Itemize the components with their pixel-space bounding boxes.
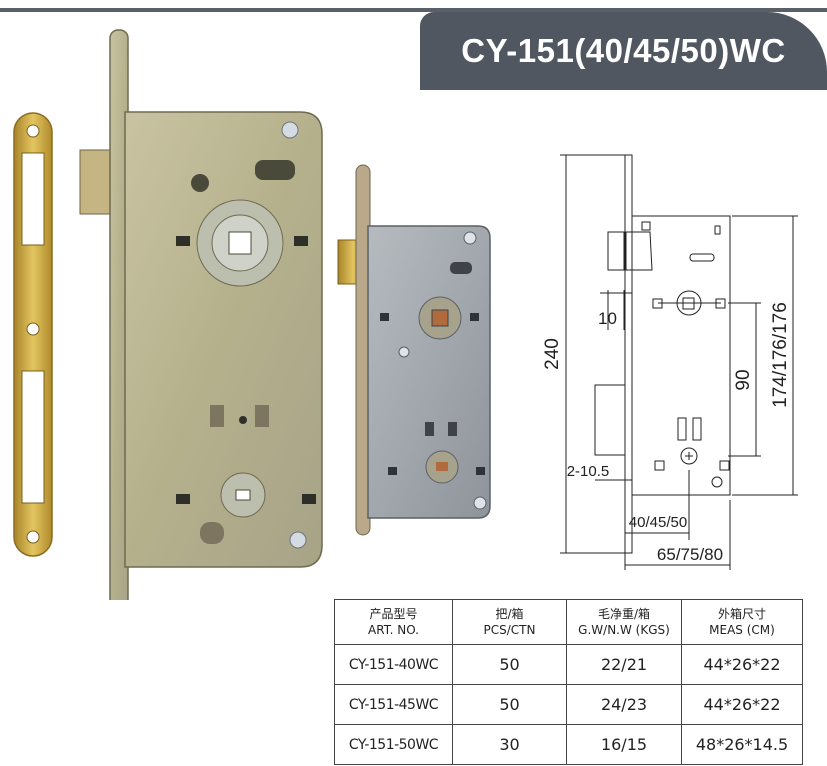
cell-pcs: 50 — [452, 644, 567, 685]
product-title: CY-151(40/45/50)WC — [461, 32, 786, 69]
table-row: CY-151-45WC 50 24/23 44*26*22 — [334, 684, 803, 725]
cell-meas: 44*26*22 — [681, 684, 803, 725]
top-rule — [0, 8, 827, 12]
dim-90-label: 90 — [733, 369, 754, 390]
cell-pcs: 30 — [452, 724, 567, 765]
dim-height-label: 240 — [542, 338, 563, 370]
small-lock-body — [337, 164, 491, 536]
strike-plate — [13, 112, 53, 557]
dimension-drawing: 240 10 90 174/176/176 2-10.5 40/45/50 65… — [542, 154, 798, 570]
dim-backset-label: 40/45/50 — [629, 514, 687, 531]
cell-weight: 24/23 — [566, 684, 682, 725]
large-lock-body — [79, 29, 323, 600]
cell-art-no: CY-151-45WC — [334, 684, 453, 725]
dim-10-label: 10 — [598, 309, 617, 328]
cell-pcs: 50 — [452, 684, 567, 725]
dim-cylinder-label: 2-10.5 — [567, 463, 610, 480]
product-photos — [13, 29, 491, 600]
title-banner: CY-151(40/45/50)WC — [420, 12, 827, 90]
dim-depth-label: 65/75/80 — [657, 545, 723, 564]
cell-weight: 16/15 — [566, 724, 682, 765]
cell-meas: 48*26*14.5 — [681, 724, 803, 765]
cell-art-no: CY-151-40WC — [334, 644, 453, 685]
table-row: CY-151-50WC 30 16/15 48*26*14.5 — [334, 724, 803, 765]
cell-art-no: CY-151-50WC — [334, 724, 453, 765]
table-row: CY-151-40WC 50 22/21 44*26*22 — [334, 644, 803, 685]
dim-plate-label: 174/176/176 — [770, 302, 791, 408]
cell-meas: 44*26*22 — [681, 644, 803, 685]
cell-weight: 22/21 — [566, 644, 682, 685]
